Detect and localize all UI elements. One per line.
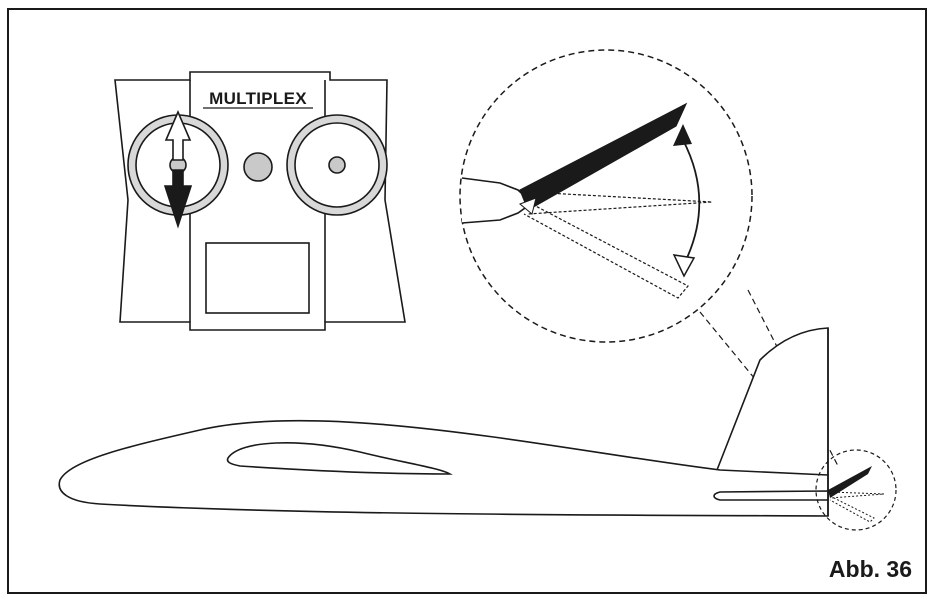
arrow-up-icon	[164, 109, 192, 161]
elevator-down	[523, 201, 689, 299]
tail-elevator-down	[829, 495, 875, 523]
hinge-marker	[519, 197, 537, 215]
detail-magnifier	[459, 49, 753, 343]
wing-root	[226, 442, 453, 475]
elevator-neutral	[527, 191, 713, 215]
transmitter: MULTIPLEX	[114, 71, 406, 331]
tail-elevator-up	[828, 466, 872, 498]
horizontal-stabilizer	[713, 490, 829, 501]
right-stick-knob	[328, 156, 346, 174]
tail-detail-circle	[815, 449, 897, 531]
arc-arrow-up-icon	[673, 124, 692, 146]
center-button	[243, 152, 273, 182]
figure-label: Abb. 36	[829, 556, 912, 582]
vertical-fin	[716, 327, 829, 475]
transmitter-display	[205, 242, 310, 314]
transmitter-brand: MULTIPLEX	[209, 89, 307, 108]
arc-arrow-down-icon	[672, 254, 696, 278]
arrow-down-icon	[163, 169, 193, 229]
tail-detail	[815, 449, 897, 531]
airplane	[58, 327, 829, 517]
deflection-arc	[682, 139, 701, 261]
fuselage	[58, 419, 829, 517]
magnifier-circle	[459, 49, 753, 343]
